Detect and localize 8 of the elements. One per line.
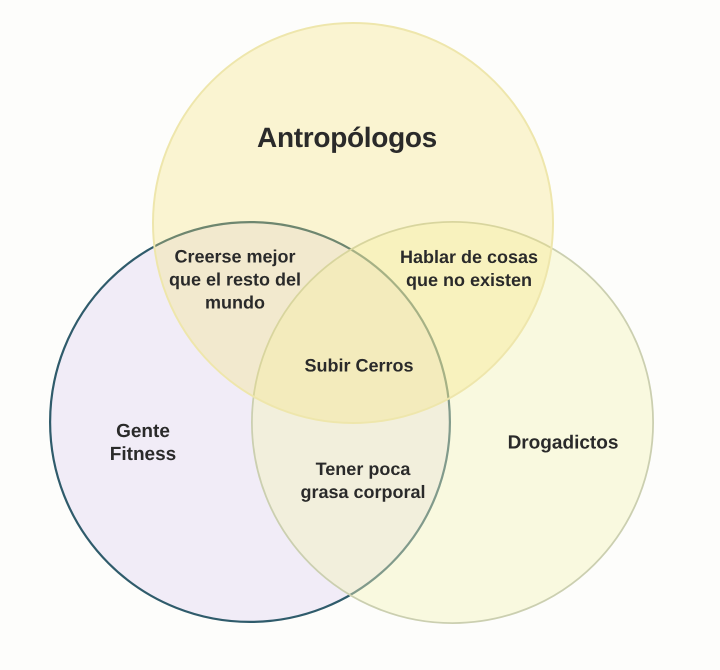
set-title: Antropólogos (257, 121, 437, 155)
overlap-label: Tener poca grasa corporal (299, 458, 427, 504)
set-title: Gente Fitness (108, 421, 178, 467)
venn-circle (152, 22, 554, 424)
overlap-label: Creerse mejor que el resto del mundo (168, 246, 302, 314)
overlap-label: Subir Cerros (304, 354, 414, 378)
set-title: Drogadictos (508, 432, 618, 456)
overlap-label: Hablar de cosas que no existen (398, 246, 540, 292)
